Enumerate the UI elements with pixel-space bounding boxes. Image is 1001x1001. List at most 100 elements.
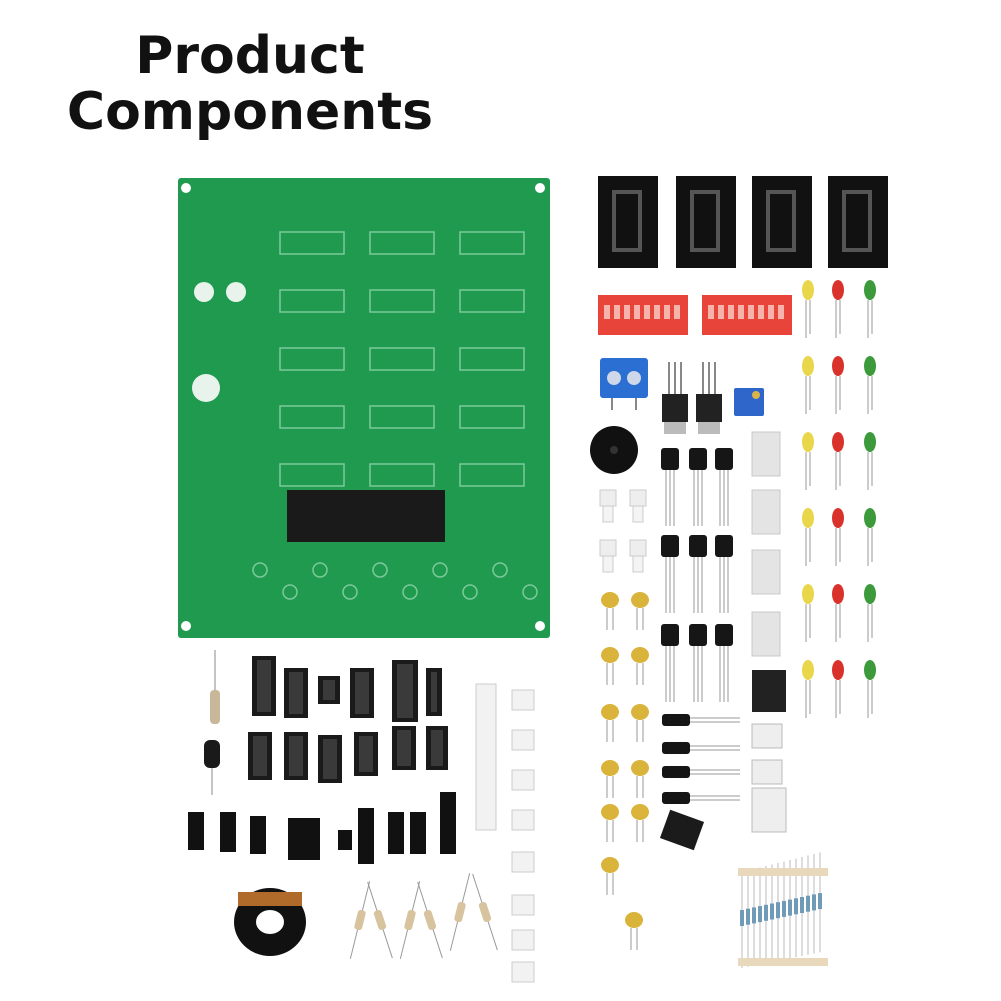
segment (766, 190, 796, 194)
led (802, 660, 814, 680)
pcb-led-footprint (282, 584, 298, 600)
ic-socket-cavity (289, 672, 303, 714)
ceramic-capacitor (601, 760, 619, 776)
resistor-tape (738, 852, 828, 968)
small-modules (751, 670, 787, 833)
tape-resistor-body (764, 904, 768, 921)
small-header (511, 929, 535, 951)
ic-socket-cavity (431, 730, 443, 766)
pcb-mount-hole (181, 621, 191, 631)
ceramic-capacitor (601, 592, 619, 608)
dip-toggle (644, 305, 650, 319)
pcb-board (178, 178, 550, 638)
pcb-ic-footprint (459, 463, 525, 487)
small-header (511, 689, 535, 711)
resistor-body (423, 910, 437, 930)
relay-blocks (751, 431, 781, 657)
tape-resistor-body (752, 907, 756, 924)
electrolytic-capacitor (662, 766, 690, 778)
small-header (511, 809, 535, 831)
standoff (602, 505, 614, 523)
ic-socket-cavity (253, 736, 267, 776)
dip-toggle (728, 305, 734, 319)
segment (612, 190, 642, 194)
electrolytic-capacitor (662, 792, 690, 804)
led (864, 432, 876, 452)
pcb-ic-footprint (459, 231, 525, 255)
ic-socket-cavity (397, 664, 413, 718)
product-title: Product Components (60, 28, 440, 140)
segment (868, 190, 872, 252)
pcb-ic-footprint (279, 231, 345, 255)
standoff (602, 555, 614, 573)
transistor (661, 624, 679, 646)
led (802, 508, 814, 528)
led (802, 280, 814, 300)
ceramic-capacitor (601, 857, 619, 873)
led (832, 280, 844, 300)
screw-terminal (600, 358, 648, 410)
ic-socket-cavity (355, 672, 369, 714)
voltage-regulators (662, 362, 722, 434)
resistor-body (478, 902, 492, 922)
tape-strip (738, 958, 828, 966)
pcb-mount-hole (181, 183, 191, 193)
small-header (511, 851, 535, 873)
seven-segment-display (752, 176, 812, 268)
pcb-pad (226, 282, 246, 302)
ceramic-capacitor (631, 760, 649, 776)
tape-resistor-body (806, 895, 810, 912)
transistor (689, 448, 707, 470)
segment (766, 190, 770, 252)
segment (612, 248, 642, 252)
segment (690, 248, 720, 252)
pcb-led-footprint (462, 584, 478, 600)
resistor (349, 881, 371, 959)
ic-socket-cavity (289, 736, 303, 776)
pcb-ic-footprint (369, 289, 435, 313)
transistor (661, 535, 679, 557)
resistor-body (373, 910, 387, 930)
dip-toggle (654, 305, 660, 319)
ic-chip (358, 808, 374, 864)
title-line-2: Components (66, 82, 434, 142)
ic-chips (188, 792, 456, 864)
segment (842, 190, 846, 252)
segment (766, 248, 796, 252)
ic-sockets (248, 656, 448, 783)
segment (842, 190, 872, 194)
standoff (629, 489, 647, 507)
ceramic-capacitor (631, 804, 649, 820)
tape-resistor-body (818, 893, 822, 910)
segment (638, 190, 642, 252)
header-strips (475, 683, 535, 983)
resistor (449, 873, 471, 951)
ceramic-capacitor (601, 804, 619, 820)
led (802, 432, 814, 452)
transistors (661, 448, 733, 702)
pcb-ic-footprint (369, 463, 435, 487)
pcb-pad (194, 282, 214, 302)
small-header (511, 961, 535, 983)
ic-chip (188, 812, 204, 850)
white-block (751, 489, 781, 535)
standoff (599, 539, 617, 557)
segment (792, 190, 796, 252)
transistor (715, 535, 733, 557)
small-header (511, 769, 535, 791)
seven-segment-display (676, 176, 736, 268)
white-block (751, 549, 781, 595)
toroid-coil (234, 888, 306, 956)
tape-resistor-body (782, 900, 786, 917)
ic-socket-cavity (431, 672, 437, 712)
ic-chip (338, 830, 352, 850)
pcb-led-footprint (372, 562, 388, 578)
pcb-mount-hole (535, 621, 545, 631)
tape-resistor-body (794, 898, 798, 915)
transistor (715, 448, 733, 470)
ic-chip (220, 812, 236, 852)
tape-resistor-body (746, 908, 750, 925)
dip-toggle (768, 305, 774, 319)
nylon-standoffs (599, 489, 647, 573)
seven-segment-display (598, 176, 658, 268)
